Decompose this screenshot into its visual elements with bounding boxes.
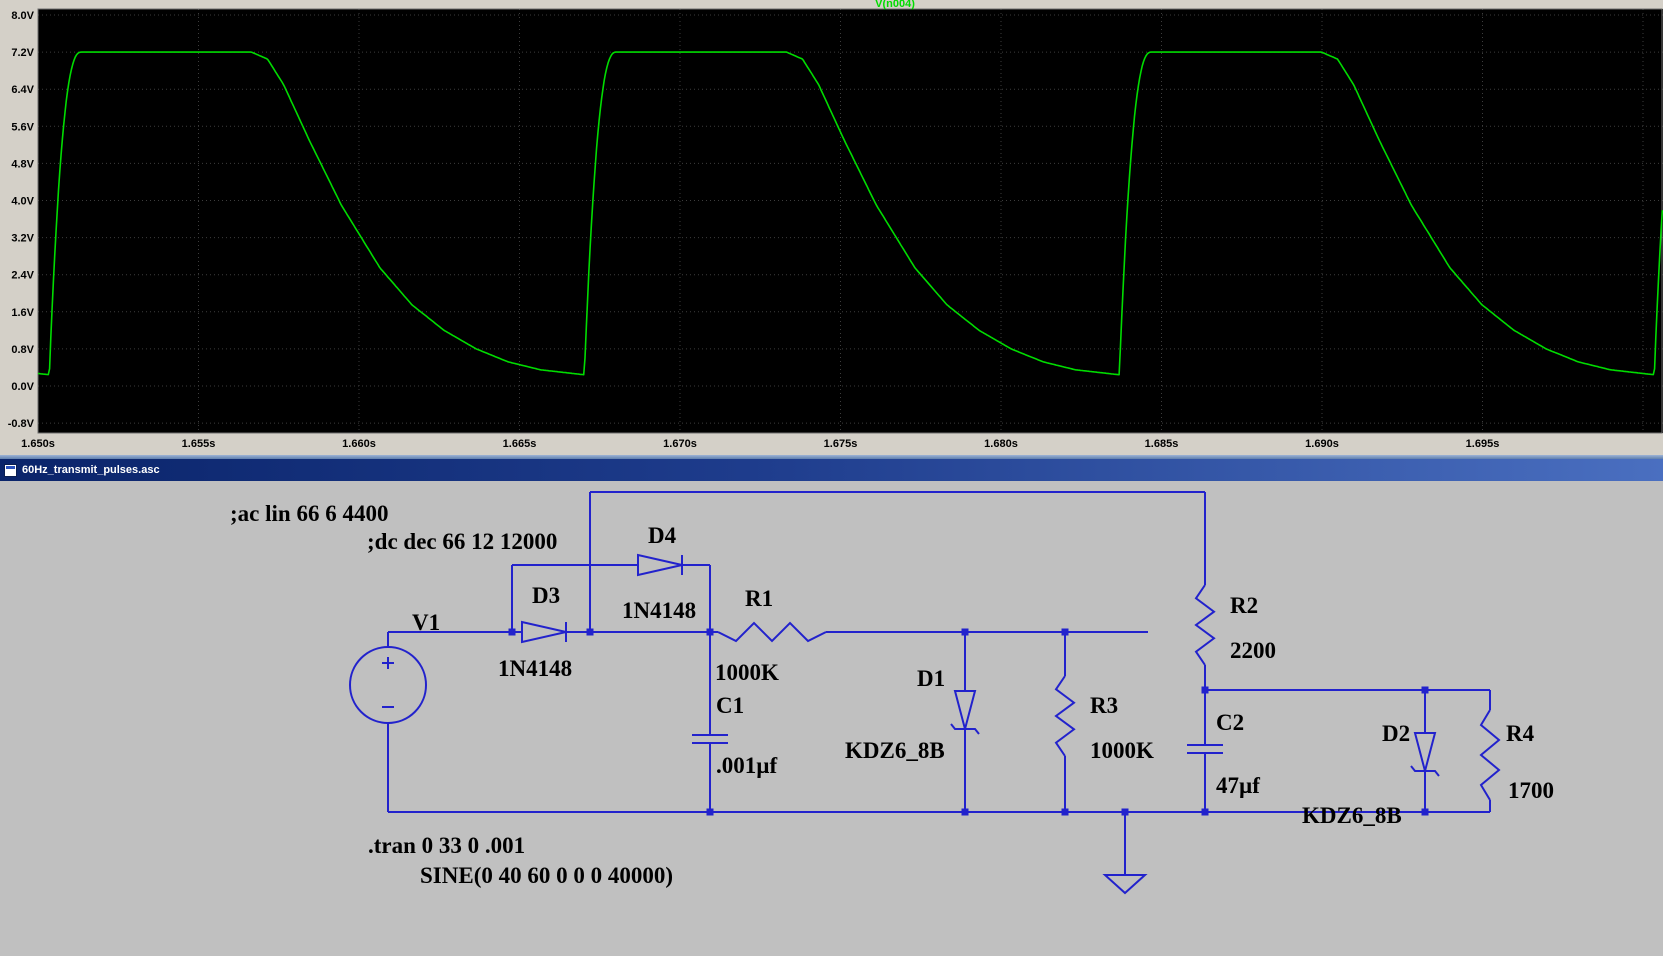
spice-directive-tran[interactable]: .tran 0 33 0 .001 (368, 833, 525, 858)
component-c2[interactable] (1187, 745, 1223, 753)
node-junction (1422, 809, 1429, 816)
x-axis-tick-label: 1.675s (824, 438, 858, 450)
y-axis-tick-label: 0.0V (11, 381, 34, 393)
node-junction (962, 809, 969, 816)
x-axis-tick-label: 1.655s (182, 438, 216, 450)
schematic-document-icon[interactable] (4, 464, 17, 477)
zener-diode-symbol (1415, 733, 1435, 771)
spice-directive-dc[interactable]: ;dc dec 66 12 12000 (367, 529, 557, 554)
label-v1-value[interactable]: SINE(0 40 60 0 0 0 40000) (420, 863, 673, 888)
trace-name-label[interactable]: V(n004) (875, 0, 915, 10)
y-axis-tick-label: 2.4V (11, 270, 34, 282)
label-d4-value[interactable]: 1N4148 (622, 598, 696, 623)
component-r1[interactable] (718, 623, 826, 641)
label-c2-value[interactable]: 47µf (1216, 773, 1260, 798)
waveform-pane: 8.0V 7.2V 6.4V 5.6V 4.8V 4.0V 3.2V 2.4V 1.6V 0.8V… (0, 0, 1663, 455)
y-axis-tick-label: 6.4V (11, 84, 34, 96)
x-axis-tick-label: 1.670s (663, 438, 697, 450)
label-v1-ref[interactable]: V1 (412, 610, 440, 635)
label-r3-ref[interactable]: R3 (1090, 693, 1118, 718)
label-d2-value[interactable]: KDZ6_8B (1302, 803, 1402, 828)
x-axis-tick-label: 1.660s (342, 438, 376, 450)
component-c1[interactable] (692, 735, 728, 743)
component-v1[interactable] (350, 647, 426, 723)
component-d3[interactable] (522, 622, 566, 642)
label-d1-ref[interactable]: D1 (917, 666, 945, 691)
label-r1-value[interactable]: 1000K (715, 660, 779, 685)
ground-symbol[interactable] (1105, 875, 1145, 893)
y-axis-tick-label: 1.6V (11, 307, 34, 319)
label-r2-value[interactable]: 2200 (1230, 638, 1276, 663)
y-axis-tick-label: 4.0V (11, 196, 34, 208)
component-r2[interactable] (1196, 585, 1214, 665)
label-d4-ref[interactable]: D4 (648, 523, 677, 548)
x-axis-tick-label: 1.685s (1145, 438, 1179, 450)
zener-diode-symbol (955, 691, 975, 729)
diode-symbol (638, 555, 682, 575)
resistor-symbol (1056, 676, 1074, 756)
junction-nodes (509, 629, 1429, 816)
node-junction (1062, 809, 1069, 816)
node-junction (1202, 687, 1209, 694)
plot-area[interactable] (38, 9, 1663, 433)
resistor-symbol (1481, 710, 1499, 800)
node-junction (587, 629, 594, 636)
y-axis-tick-label: 5.6V (11, 121, 34, 133)
label-r4-value[interactable]: 1700 (1508, 778, 1554, 803)
diode-symbol (522, 622, 566, 642)
x-axis-tick-label: 1.690s (1305, 438, 1339, 450)
y-axis-tick-label: 0.8V (11, 344, 34, 356)
y-axis-tick-label: 3.2V (11, 233, 34, 245)
schematic-window-title: 60Hz_transmit_pulses.asc (22, 464, 160, 476)
x-axis-tick-label: 1.650s (21, 438, 55, 450)
component-r3[interactable] (1056, 676, 1074, 756)
y-axis-tick-label: -0.8V (8, 418, 35, 430)
y-axis-tick-label: 4.8V (11, 158, 34, 170)
label-r1-ref[interactable]: R1 (745, 586, 773, 611)
label-r3-value[interactable]: 1000K (1090, 738, 1154, 763)
node-junction (1122, 809, 1129, 816)
resistor-symbol (1196, 585, 1214, 665)
y-axis-tick-label: 7.2V (11, 47, 34, 59)
label-d1-value[interactable]: KDZ6_8B (845, 738, 945, 763)
label-c1-value[interactable]: .001µf (716, 753, 778, 778)
schematic-pane: ;ac lin 66 6 4400 ;dc dec 66 12 12000 D4… (0, 481, 1663, 951)
x-axis-tick-label: 1.680s (984, 438, 1018, 450)
schematic-canvas[interactable]: ;ac lin 66 6 4400 ;dc dec 66 12 12000 D4… (0, 481, 1663, 951)
label-c1-ref[interactable]: C1 (716, 693, 744, 718)
ground-triangle (1105, 875, 1145, 893)
label-c2-ref[interactable]: C2 (1216, 710, 1244, 735)
node-junction (707, 809, 714, 816)
node-junction (707, 629, 714, 636)
x-axis-tick-label: 1.665s (503, 438, 537, 450)
y-axis-tick-label: 8.0V (11, 10, 34, 22)
resistor-symbol (718, 623, 826, 641)
component-d2[interactable] (1411, 733, 1439, 776)
waveform-plot-svg[interactable]: 8.0V 7.2V 6.4V 5.6V 4.8V 4.0V 3.2V 2.4V 1.6V 0.8V… (0, 0, 1663, 455)
label-d3-value[interactable]: 1N4148 (498, 656, 572, 681)
component-d4[interactable] (638, 555, 682, 575)
node-junction (1422, 687, 1429, 694)
component-r4[interactable] (1481, 710, 1499, 800)
schematic-window-title-bar[interactable]: 60Hz_transmit_pulses.asc (0, 459, 1663, 481)
node-junction (509, 629, 516, 636)
label-d2-ref[interactable]: D2 (1382, 721, 1410, 746)
label-r4-ref[interactable]: R4 (1506, 721, 1535, 746)
schematic-labels: ;ac lin 66 6 4400 ;dc dec 66 12 12000 D4… (230, 501, 1554, 888)
node-junction (962, 629, 969, 636)
spice-directive-ac[interactable]: ;ac lin 66 6 4400 (230, 501, 388, 526)
label-d3-ref[interactable]: D3 (532, 583, 560, 608)
component-d1[interactable] (951, 691, 979, 734)
label-r2-ref[interactable]: R2 (1230, 593, 1258, 618)
node-junction (1062, 629, 1069, 636)
node-junction (1202, 809, 1209, 816)
x-axis-tick-label: 1.695s (1466, 438, 1500, 450)
